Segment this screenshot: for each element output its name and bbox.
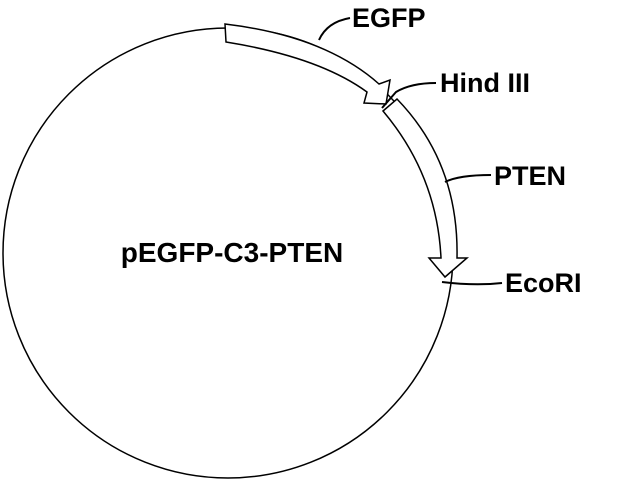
egfp-gene-arrow	[224, 23, 391, 105]
egfp-label: EGFP	[352, 3, 426, 33]
hindiii-leader-line	[381, 82, 437, 109]
pten-label: PTEN	[494, 161, 566, 191]
ecori-leader-line	[441, 281, 503, 286]
egfp-leader-line	[318, 17, 351, 41]
pten-leader-line	[444, 174, 492, 183]
ecori-label: EcoRI	[505, 268, 582, 298]
pten-gene-arrow	[381, 97, 470, 279]
plasmid-name-label: pEGFP-C3-PTEN	[121, 237, 343, 268]
hindiii-label: Hind III	[440, 68, 530, 98]
